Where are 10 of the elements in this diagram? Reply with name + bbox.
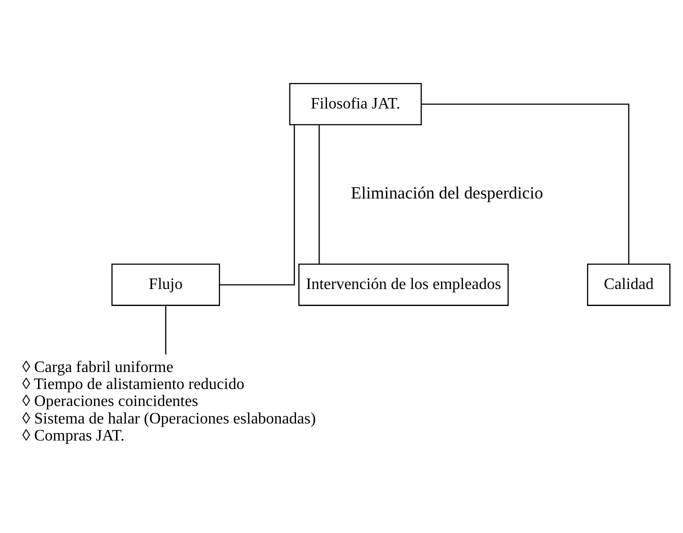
node-box: Flujo [111, 264, 220, 306]
label: Eliminación del desperdicio [350, 183, 544, 202]
node-text: ◊ Carga fabril uniforme ◊ Tiempo de alistamiento reducido ◊ Operaciones coincidentes ◊ Sistema de halar (Operaciones eslabonadas) ◊ Compras JAT. [22, 358, 316, 445]
connector [318, 124, 320, 264]
connector [421, 104, 630, 264]
node-box: Intervención de los empleados [298, 264, 509, 306]
node-box: Calidad [587, 264, 670, 306]
connector [220, 124, 295, 286]
connector [165, 306, 166, 354]
node-box: Filosofia JAT. [289, 83, 422, 126]
